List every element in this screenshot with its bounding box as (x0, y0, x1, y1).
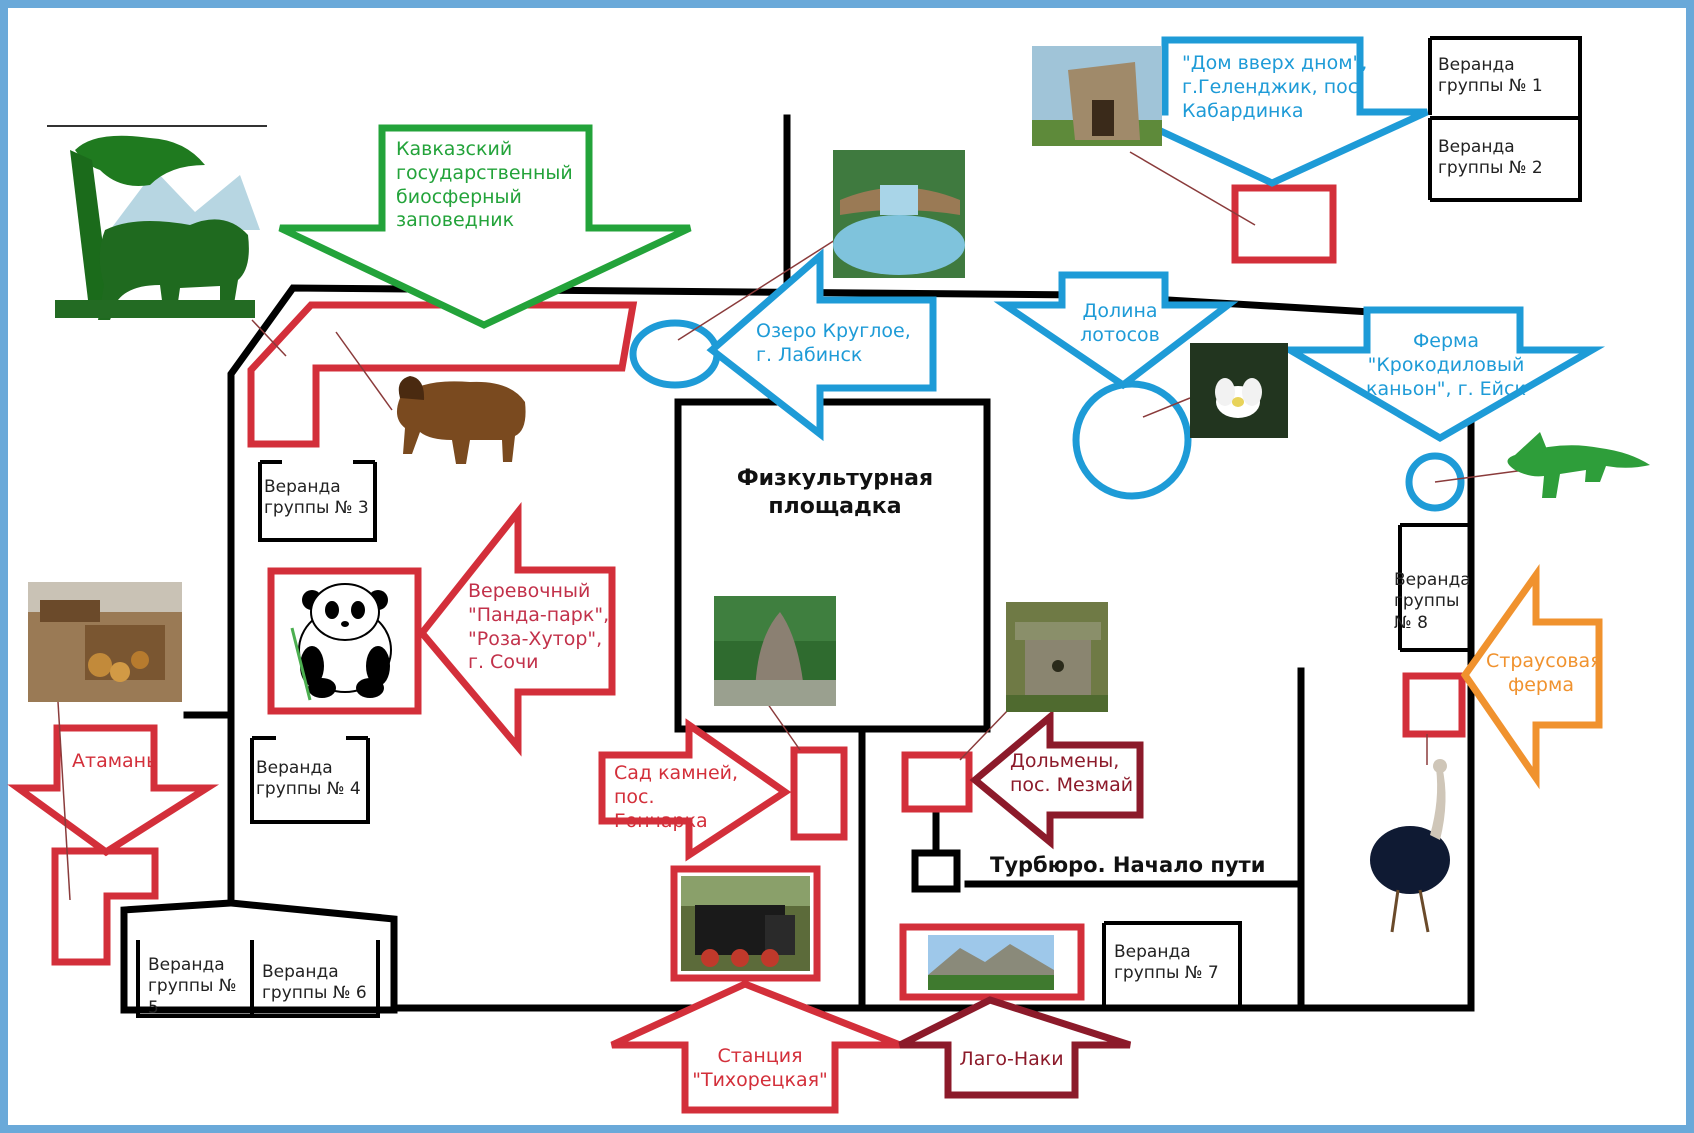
ozero-label: Озеро Круглое, г. Лабинск (756, 320, 911, 366)
lago-arrow (898, 996, 1132, 1099)
veranda-7-label: Веранда группы № 7 (1114, 942, 1219, 984)
bison-picture (396, 376, 526, 464)
ferma-label: Ферма "Крокодиловый каньон", г. Ейск (1366, 330, 1526, 400)
turburo-label: Турбюро. Начало пути (990, 853, 1266, 877)
ataman-village-picture (28, 582, 182, 702)
straus-label: Страусовая ферма (1486, 650, 1602, 696)
sad-arrow (598, 718, 792, 862)
rock-garden-picture (714, 596, 836, 706)
ataman-label: Атамань (72, 750, 158, 772)
dolmen-picture (1006, 602, 1108, 712)
veranda-6-label: Веранда группы № 6 (262, 962, 367, 1004)
kavkaz-label: Кавказский государственный биосферный за… (396, 138, 573, 232)
train-picture (681, 876, 810, 971)
ostrich-picture (1370, 759, 1450, 933)
panda-arrow (417, 501, 616, 757)
veranda-3-label: Веранда группы № 3 (264, 477, 369, 519)
lotus-picture (1190, 343, 1288, 438)
red-markers (51, 184, 1466, 1001)
dolina-label: Долина лотосов (1080, 300, 1160, 346)
fizkultura-label: Физкультурная площадка (736, 466, 934, 519)
stanciya-label: Станция "Тихорецкая" (692, 1045, 828, 1091)
straus-arrow (1460, 564, 1603, 790)
ozero-arrow (706, 248, 937, 442)
ataman-arrow (7, 724, 220, 857)
connector-lines (57, 151, 1526, 901)
stanciya-arrow (610, 980, 902, 1114)
dolina-arrow (993, 271, 1239, 390)
dolmeny-label: Дольмены, пос. Мезмай (1010, 750, 1134, 796)
lago-label: Лаго-Наки (959, 1048, 1064, 1070)
veranda-5-label: Веранда группы № 5 (148, 955, 237, 1018)
round-lake-picture (833, 150, 965, 278)
veranda-8-label: Веранда группы № 8 (1394, 570, 1471, 633)
bison-logo-picture (47, 125, 267, 320)
dom-label: "Дом вверх дном", г.Геленджик, пос. Каба… (1182, 52, 1368, 122)
upside-house-picture (1032, 46, 1162, 146)
veranda-1-label: Веранда группы № 1 (1438, 55, 1543, 97)
panda-label: Веревочный "Панда-парк", "Роза-Хутор", г… (468, 580, 610, 674)
crocodile-picture (1507, 432, 1650, 498)
veranda-4-label: Веранда группы № 4 (256, 758, 361, 800)
veranda-brackets (136, 36, 1582, 1018)
lago-naki-picture (928, 935, 1054, 990)
veranda-2-label: Веранда группы № 2 (1438, 137, 1543, 179)
kavkaz-arrow (278, 124, 692, 329)
ferma-arrow (1277, 306, 1606, 443)
sad-label: Сад камней, пос. Гончарка (614, 762, 739, 832)
dolmeny-arrow (969, 709, 1144, 850)
panda-picture (290, 583, 392, 701)
